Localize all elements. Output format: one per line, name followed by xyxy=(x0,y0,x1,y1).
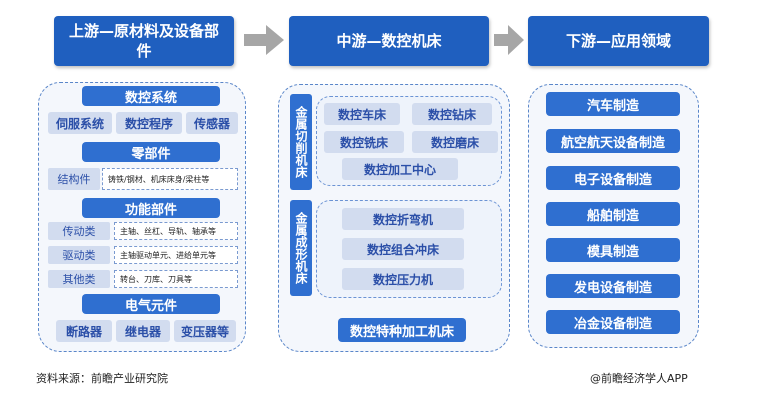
electrical-item-relay: 继电器 xyxy=(116,320,170,342)
cnc-system-title: 数控系统 xyxy=(124,90,177,106)
source-text: 资料来源：前瞻产业研究院 xyxy=(36,372,168,385)
cnc-item-label: 伺服系统 xyxy=(55,116,104,131)
cutting-label-text: 金属切削机床 xyxy=(294,106,308,178)
application-item: 船舶制造 xyxy=(546,202,680,226)
cutting-machine-label: 金属切削机床 xyxy=(290,94,312,190)
structural-detail: 铸铁/钢材、机床床身/梁柱等 xyxy=(102,168,238,190)
electrical-item-transformer: 变压器等 xyxy=(174,320,236,342)
structural-label-text: 结构件 xyxy=(57,173,91,186)
forming-item: 数控折弯机 xyxy=(342,208,464,230)
cutting-item: 数控钻床 xyxy=(412,103,492,125)
cnc-item-label: 数控程序 xyxy=(124,116,173,131)
application-label: 电子设备制造 xyxy=(573,172,652,188)
application-label: 发电设备制造 xyxy=(573,280,652,296)
forming-item: 数控压力机 xyxy=(342,268,464,290)
forming-item-label: 数控组合冲床 xyxy=(366,242,439,257)
functional-title: 功能部件 xyxy=(124,202,177,218)
cutting-item: 数控铣床 xyxy=(324,131,404,153)
cnc-item-sensor: 传感器 xyxy=(186,112,238,134)
application-item: 冶金设备制造 xyxy=(546,310,680,334)
functional-bar: 功能部件 xyxy=(82,198,220,218)
application-label: 模具制造 xyxy=(586,244,639,260)
forming-item: 数控组合冲床 xyxy=(342,238,464,260)
special-machine-label: 数控特种加工机床 xyxy=(349,324,454,340)
functional-row-detail: 主轴驱动单元、进给单元等 xyxy=(114,246,238,264)
electrical-item-breaker: 断路器 xyxy=(56,320,112,342)
cutting-item: 数控加工中心 xyxy=(342,158,458,180)
application-label: 汽车制造 xyxy=(586,98,639,114)
special-machine-bar: 数控特种加工机床 xyxy=(338,318,466,342)
cutting-item-label: 数控加工中心 xyxy=(363,162,436,177)
credit-text: @前瞻经济学人APP xyxy=(590,372,688,385)
upstream-title: 上游—原材料及设备部件 xyxy=(69,22,220,60)
application-label: 船舶制造 xyxy=(586,208,639,224)
application-label: 航空航天设备制造 xyxy=(560,135,665,151)
credit-note: @前瞻经济学人APP xyxy=(590,370,688,386)
cnc-item-program: 数控程序 xyxy=(116,112,182,134)
forming-item-label: 数控折弯机 xyxy=(372,212,433,227)
cutting-item-label: 数控铣床 xyxy=(339,135,388,150)
functional-row-label: 驱动类 xyxy=(48,246,110,264)
cutting-item-label: 数控钻床 xyxy=(427,107,476,122)
upstream-header: 上游—原材料及设备部件 xyxy=(54,16,234,66)
forming-label-text: 金属成形机床 xyxy=(294,212,308,284)
structural-detail-text: 铸铁/钢材、机床床身/梁柱等 xyxy=(108,174,210,184)
application-item: 模具制造 xyxy=(546,238,680,262)
parts-bar: 零部件 xyxy=(82,142,220,162)
functional-detail-text: 主轴、丝杠、导轨、轴承等 xyxy=(120,226,216,236)
forming-item-label: 数控压力机 xyxy=(372,272,433,287)
midstream-title: 中游—数控机床 xyxy=(336,32,442,50)
functional-row-label: 传动类 xyxy=(48,222,110,240)
electrical-item-label: 继电器 xyxy=(124,324,161,339)
downstream-title: 下游—应用领域 xyxy=(565,32,671,50)
functional-label-text: 驱动类 xyxy=(62,249,96,262)
downstream-header: 下游—应用领域 xyxy=(528,16,709,66)
source-note: 资料来源：前瞻产业研究院 xyxy=(36,370,168,386)
forming-machine-label: 金属成形机床 xyxy=(290,200,312,296)
electrical-bar: 电气元件 xyxy=(82,294,220,314)
functional-row-detail: 主轴、丝杠、导轨、轴承等 xyxy=(114,222,238,240)
parts-title: 零部件 xyxy=(131,146,171,162)
electrical-title: 电气元件 xyxy=(124,298,177,314)
cutting-item: 数控车床 xyxy=(324,103,400,125)
application-item: 发电设备制造 xyxy=(546,274,680,298)
arrow-right-icon xyxy=(494,25,524,55)
functional-row-label: 其他类 xyxy=(48,270,110,288)
application-item: 汽车制造 xyxy=(546,92,680,116)
cutting-item-label: 数控车床 xyxy=(337,107,386,122)
cnc-system-bar: 数控系统 xyxy=(82,86,220,106)
functional-label-text: 其他类 xyxy=(62,273,96,286)
application-item: 电子设备制造 xyxy=(546,166,680,190)
functional-row-detail: 转台、刀库、刀具等 xyxy=(114,270,238,288)
cnc-item-servo: 伺服系统 xyxy=(48,112,112,134)
cutting-item-label: 数控磨床 xyxy=(430,135,479,150)
cnc-item-label: 传感器 xyxy=(193,116,230,131)
cutting-item: 数控磨床 xyxy=(412,131,498,153)
midstream-header: 中游—数控机床 xyxy=(289,16,489,66)
application-item: 航空航天设备制造 xyxy=(546,129,680,153)
functional-detail-text: 主轴驱动单元、进给单元等 xyxy=(120,250,216,260)
structural-label: 结构件 xyxy=(48,168,100,190)
arrow-right-icon xyxy=(244,25,284,55)
electrical-item-label: 断路器 xyxy=(65,324,102,339)
electrical-item-label: 变压器等 xyxy=(180,324,229,339)
application-label: 冶金设备制造 xyxy=(573,316,652,332)
functional-detail-text: 转台、刀库、刀具等 xyxy=(120,274,192,284)
functional-label-text: 传动类 xyxy=(62,225,96,238)
